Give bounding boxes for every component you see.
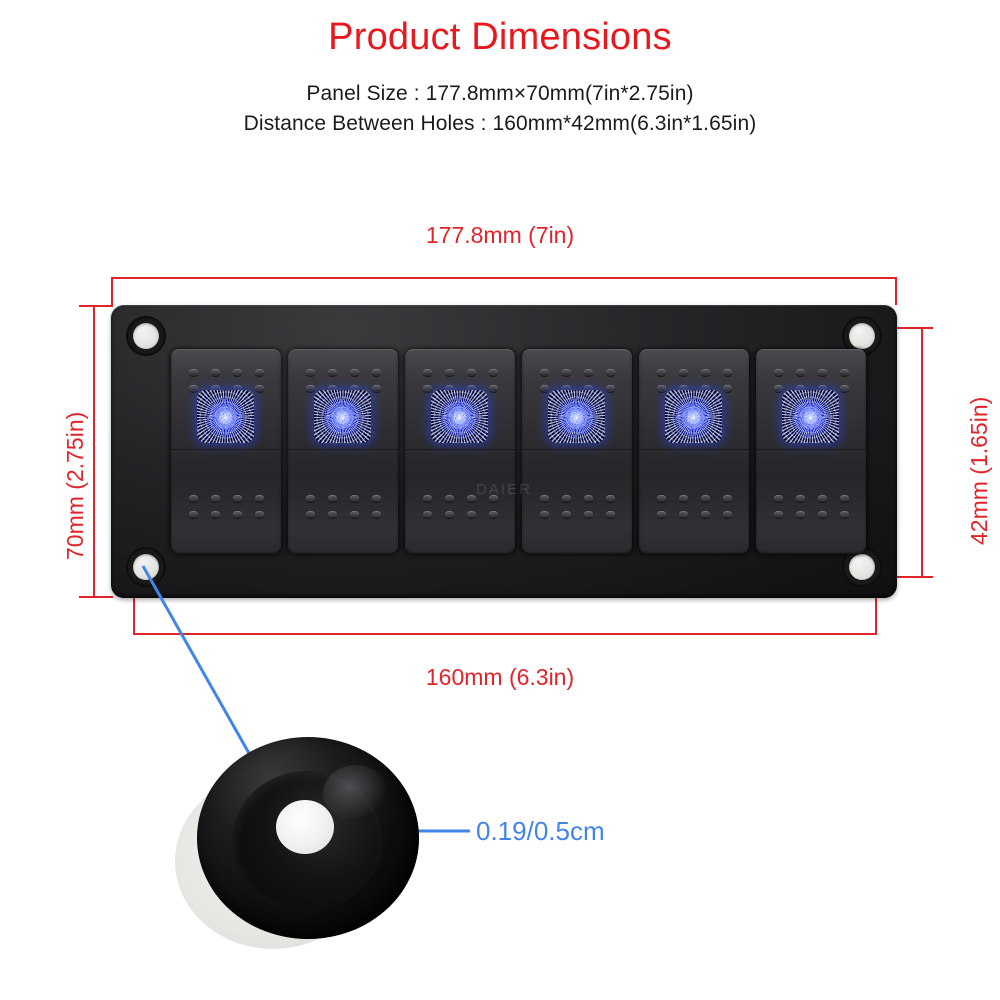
switch-texture-dots-bottom	[767, 495, 855, 518]
dimension-tick-height-bottom	[79, 596, 113, 598]
switch-texture-dots-bottom	[533, 495, 621, 518]
mounting-hole-detail-illustration	[175, 737, 420, 950]
switch-texture-dots-top	[650, 369, 738, 392]
switch-led-lens-3	[431, 390, 488, 443]
switch-texture-dots-bottom	[650, 495, 738, 518]
switch-texture-dots-top	[416, 369, 504, 392]
dimension-tick-width-left	[111, 277, 113, 305]
rocker-switch-1[interactable]	[171, 349, 281, 554]
rocker-switch-2[interactable]	[288, 349, 398, 554]
dimension-line-panel-height	[93, 305, 95, 598]
dimension-line-hole-vertical	[921, 327, 923, 578]
switch-led-lens-2	[314, 390, 371, 443]
switch-led-lens-1	[197, 390, 254, 443]
grommet-highlight	[323, 765, 389, 821]
dimension-tick-width-right	[895, 277, 897, 305]
switch-texture-dots-top	[767, 369, 855, 392]
dimension-label-hole-vertical: 42mm (1.65in)	[966, 396, 992, 545]
dimension-tick-hole-vertical-top	[871, 327, 933, 329]
callout-label-hole-diameter: 0.19/0.5cm	[476, 816, 605, 846]
rocker-switch-6[interactable]	[756, 349, 866, 554]
dimension-tick-height-top	[79, 305, 113, 307]
dimension-tick-hole-horizontal-left	[133, 578, 135, 634]
rocker-switch-4[interactable]	[522, 349, 632, 554]
switch-led-lens-4	[548, 390, 605, 443]
switch-texture-dots-bottom	[182, 495, 270, 518]
rocker-switch-panel: DAIER	[111, 305, 897, 598]
brand-watermark: DAIER	[476, 481, 532, 498]
switch-texture-dots-bottom	[299, 495, 387, 518]
rocker-switch-3[interactable]	[405, 349, 515, 554]
switch-texture-dots-top	[533, 369, 621, 392]
dimension-tick-hole-horizontal-right	[875, 578, 877, 634]
dimension-label-panel-width: 177.8mm (7in)	[425, 222, 575, 248]
mounting-hole-bottom-left	[133, 554, 159, 580]
switch-texture-dots-top	[299, 369, 387, 392]
rocker-switch-5[interactable]	[639, 349, 749, 554]
switch-led-lens-5	[665, 390, 722, 443]
spec-line-hole-distance: Distance Between Holes : 160mm*42mm(6.3i…	[243, 112, 757, 135]
dimension-line-panel-width	[111, 277, 897, 279]
mounting-hole-top-right	[849, 323, 875, 349]
dimension-label-hole-horizontal: 160mm (6.3in)	[425, 664, 575, 690]
mounting-hole-top-left	[133, 323, 159, 349]
switch-texture-dots-bottom	[416, 495, 504, 518]
spec-line-panel-size: Panel Size : 177.8mm×70mm(7in*2.75in)	[306, 82, 694, 105]
dimension-line-hole-horizontal	[133, 633, 877, 635]
switch-texture-dots-top	[182, 369, 270, 392]
dimension-tick-hole-vertical-bottom	[871, 576, 933, 578]
grommet-bore-hole	[276, 800, 334, 854]
page-title: Product Dimensions	[328, 16, 672, 58]
dimension-label-panel-height: 70mm (2.75in)	[62, 411, 88, 560]
mounting-hole-bottom-right	[849, 554, 875, 580]
switch-led-lens-6	[782, 390, 839, 443]
